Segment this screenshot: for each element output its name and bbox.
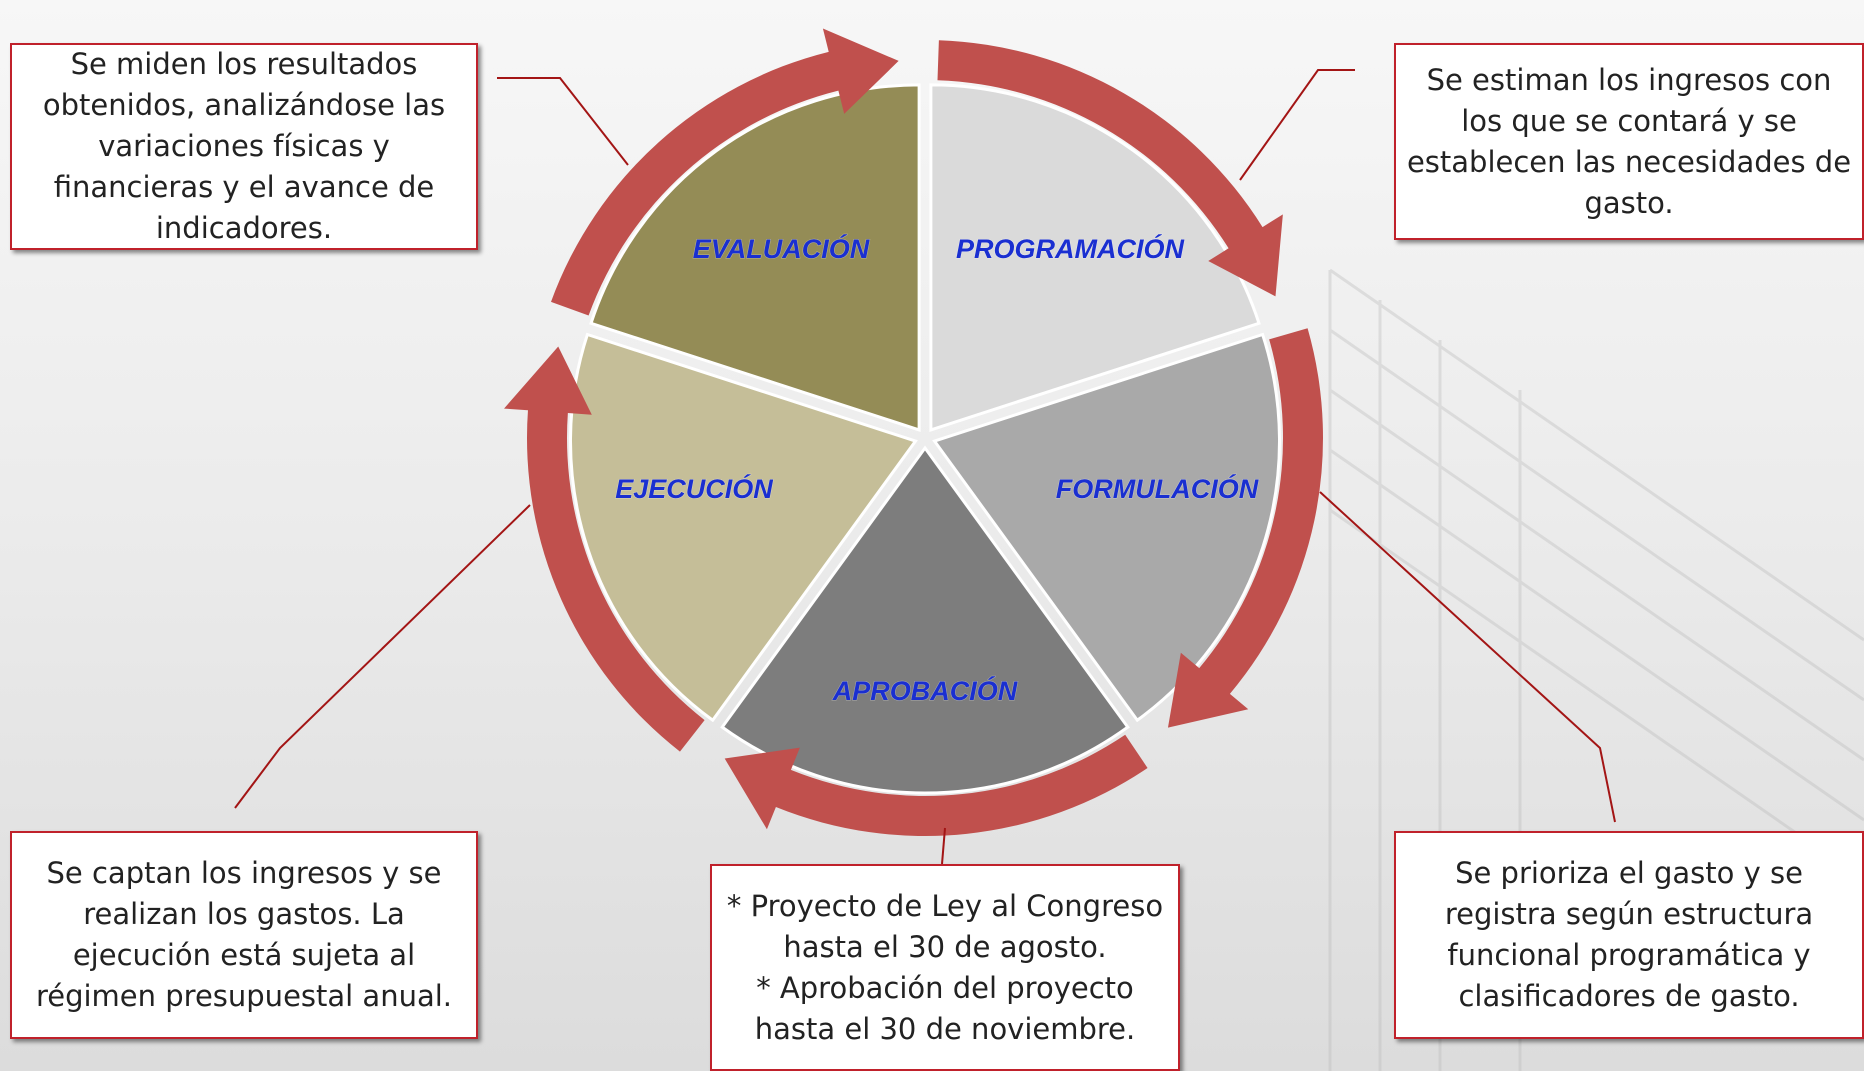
note-evaluacion-text: Se miden los resultados obtenidos, anali…: [42, 47, 446, 245]
leader-line-aprobacion: [941, 827, 946, 865]
leader-lines: [234, 69, 1616, 865]
cycle-arrow-ejecucion: [504, 346, 705, 752]
leader-line-evaluacion: [497, 77, 629, 166]
cycle-arrow-formulacion: [1167, 328, 1323, 728]
cycle-arrow-programacion: [937, 40, 1283, 297]
phase-label-programacion: PROGRAMACIÓN: [956, 233, 1184, 264]
cycle-arrows: [504, 28, 1323, 836]
phase-sectors: [569, 83, 1281, 795]
note-ejecucion: Se captan los ingresos y se realizan los…: [10, 831, 478, 1039]
note-programacion: Se estiman los ingresos con los que se c…: [1394, 43, 1864, 240]
note-aprobacion: * Proyecto de Ley al Congreso hasta el 3…: [710, 864, 1180, 1071]
phase-label-formulacion: FORMULACIÓN: [1056, 473, 1259, 504]
leader-line-programacion: [1239, 69, 1355, 181]
cycle-arrow-evaluacion: [551, 28, 899, 316]
note-formulacion: Se prioriza el gasto y se registra según…: [1394, 831, 1864, 1039]
phase-label-evaluacion: EVALUACIÓN: [693, 233, 870, 264]
note-evaluacion: Se miden los resultados obtenidos, anali…: [10, 43, 478, 250]
cycle-arrow-aprobacion: [724, 734, 1148, 836]
phase-labels: PROGRAMACIÓN FORMULACIÓN APROBACIÓN EJEC…: [615, 233, 1259, 707]
note-aprobacion-line2: * Aprobación del proyecto hasta el 30 de…: [754, 970, 1136, 1046]
leader-line-ejecucion: [234, 504, 531, 809]
note-ejecucion-text: Se captan los ingresos y se realizan los…: [35, 856, 453, 1013]
note-programacion-text: Se estiman los ingresos con los que se c…: [1406, 62, 1852, 220]
phase-label-ejecucion: EJECUCIÓN: [615, 473, 773, 504]
leader-line-formulacion: [1319, 491, 1616, 823]
note-aprobacion-line1: * Proyecto de Ley al Congreso hasta el 3…: [726, 888, 1164, 964]
note-formulacion-text: Se prioriza el gasto y se registra según…: [1444, 856, 1814, 1013]
phase-label-aprobacion: APROBACIÓN: [832, 675, 1018, 706]
